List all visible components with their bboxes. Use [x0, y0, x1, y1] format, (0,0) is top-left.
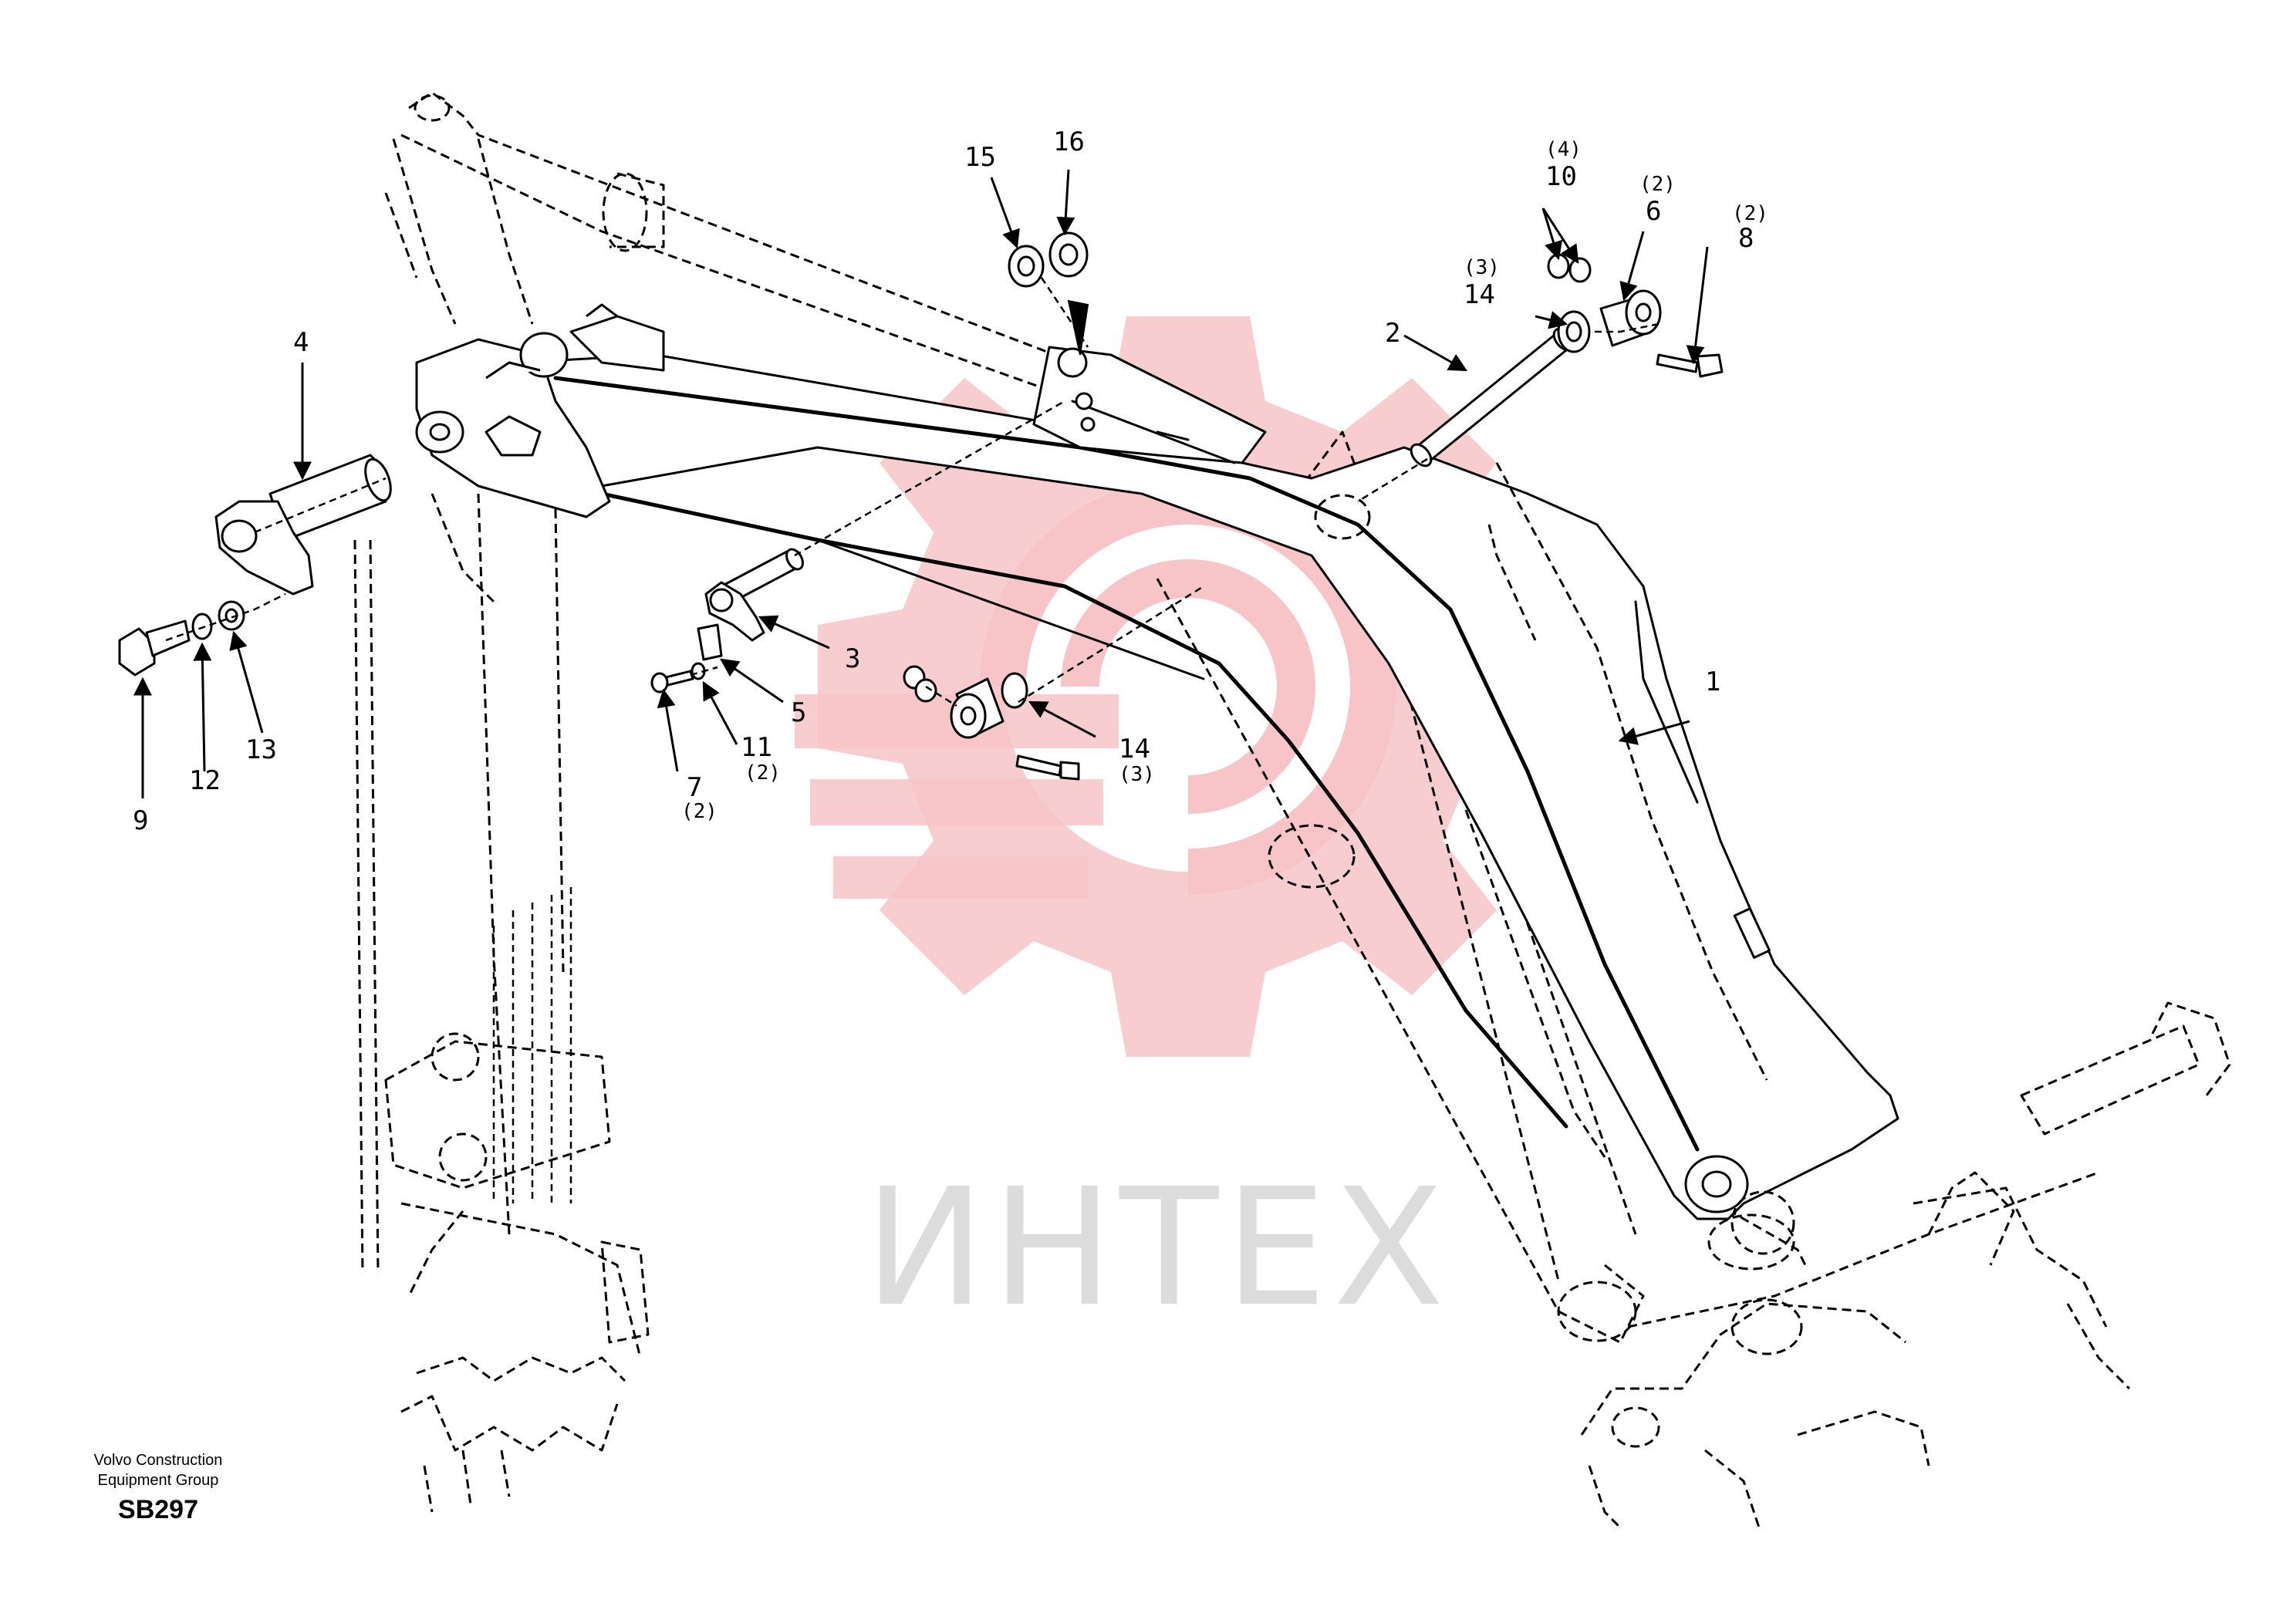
pin-part-2 [1410, 327, 1575, 467]
boom-foot [415, 303, 665, 518]
callout-8: 8 [1738, 223, 1754, 254]
collar-lower [950, 677, 1004, 739]
washer-part-15 [1008, 245, 1045, 288]
callout-7-qty: (2) [681, 800, 718, 823]
washer-part-14-lower [1001, 672, 1028, 709]
plate-part-5 [697, 623, 723, 661]
callout-9: 9 [133, 805, 148, 836]
bucket-linkage-phantom [1580, 1001, 2231, 1529]
callout-8-qty: (2) [1732, 202, 1768, 225]
bolt-part-8 [1656, 353, 1724, 378]
footer-block: Volvo Construction Equipment Group SB297 [62, 1450, 255, 1525]
callout-10: 10 [1545, 161, 1577, 192]
callout-10-qty: (4) [1545, 138, 1582, 161]
nut-part-13 [218, 600, 245, 631]
callout-11: 11 [741, 732, 772, 763]
nut-lower-b [914, 678, 937, 703]
callout-3: 3 [845, 643, 860, 674]
washer-part-14-upper [1557, 310, 1591, 353]
arm-cylinder-phantom [384, 91, 1096, 403]
callout-6-qty: (2) [1639, 173, 1676, 196]
diagram-code: SB297 [118, 1495, 198, 1524]
callout-1: 1 [1705, 667, 1720, 697]
boom [515, 353, 1899, 1255]
callout-15: 15 [964, 142, 996, 173]
callout-labels: 1 2 3 4 5 (2) 6 7 (2) (2) 8 9 (4) 10 11 … [133, 127, 1768, 836]
callout-11-qty: (2) [745, 761, 781, 785]
bolt-lower [1015, 754, 1080, 781]
bolt-part-9 [118, 619, 191, 677]
callout-4: 4 [293, 327, 309, 358]
callout-5: 5 [791, 697, 806, 728]
watermark-text: ИНТЕХ [864, 1153, 1450, 1342]
nut-part-10-b [1568, 257, 1592, 283]
leader-arrows [133, 169, 1709, 798]
collar-part-6 [1599, 289, 1662, 347]
callout-12: 12 [189, 765, 221, 796]
company-name-line1: Volvo Construction [93, 1452, 223, 1469]
callout-13: 13 [245, 734, 277, 765]
callout-6: 6 [1646, 196, 1661, 227]
pin-part-4 [214, 454, 392, 596]
bolt-part-7 [650, 670, 694, 694]
callout-14b: 14 [1119, 734, 1150, 764]
callout-7: 7 [687, 772, 702, 803]
callout-2: 2 [1385, 318, 1400, 349]
callout-14a-qty: (3) [1464, 256, 1500, 279]
left-phantom-frame [353, 493, 650, 1513]
callout-14a: 14 [1464, 279, 1495, 310]
washer-part-12 [191, 613, 213, 640]
washer-part-16 [1048, 231, 1089, 278]
pin-part-3 [704, 548, 804, 642]
boom-top-bracket [1032, 346, 1267, 464]
callout-14b-qty: (3) [1119, 763, 1155, 786]
callout-16: 16 [1053, 127, 1085, 157]
company-name-line2: Equipment Group [97, 1472, 219, 1489]
